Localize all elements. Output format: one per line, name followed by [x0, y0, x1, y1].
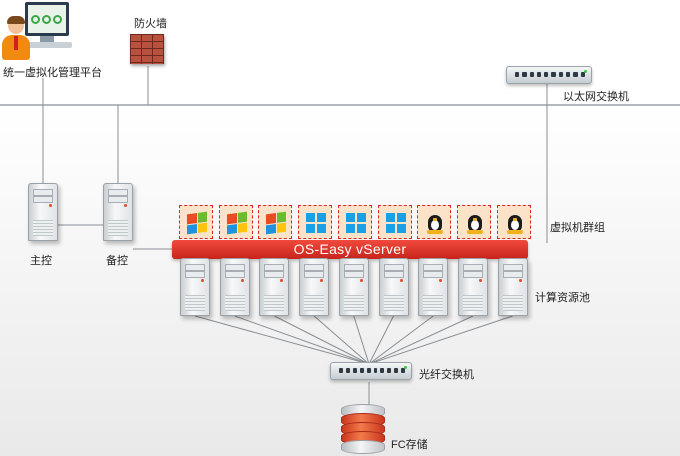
linux-tux-icon — [465, 213, 485, 234]
windows-8-icon — [306, 213, 327, 233]
management-label: 统一虚拟化管理平台 — [3, 67, 102, 79]
vm-tile — [179, 205, 213, 239]
fiber-switch-icon — [330, 362, 412, 380]
vm-group-label: 虚拟机群组 — [550, 222, 605, 234]
vm-tile — [337, 205, 372, 239]
link-server-fiber — [313, 315, 370, 365]
admin-person-icon — [2, 16, 30, 60]
compute-server-icon — [219, 258, 250, 316]
link-server-fiber — [234, 315, 370, 365]
pool-to-fiber-links — [194, 315, 513, 365]
vm-tile — [417, 205, 452, 239]
linux-tux-icon — [505, 213, 525, 234]
firewall-label: 防火墙 — [134, 18, 167, 30]
compute-server-icon — [378, 258, 409, 316]
link-server-fiber — [353, 315, 370, 365]
ethernet-switch-icon — [506, 66, 592, 84]
windows-xp-icon — [266, 211, 287, 235]
backup-label: 备控 — [106, 255, 128, 267]
fc-storage-icon — [341, 404, 385, 454]
vm-tile — [456, 205, 491, 239]
fc-storage-label: FC存储 — [391, 439, 428, 451]
primary-server-icon — [28, 183, 58, 241]
vm-tile — [298, 205, 333, 239]
link-server-fiber — [368, 315, 474, 365]
ethernet-switch-label: 以太网交换机 — [563, 91, 629, 103]
compute-server-icon — [457, 258, 488, 316]
link-server-fiber — [368, 315, 513, 365]
compute-server-icon — [259, 258, 290, 316]
linux-tux-icon — [425, 213, 445, 234]
link-server-fiber — [368, 315, 434, 365]
compute-server-icon — [418, 258, 449, 316]
compute-server-icon — [180, 258, 210, 316]
management-workstation — [0, 0, 80, 62]
vm-tile — [218, 205, 253, 239]
link-server-fiber — [274, 315, 370, 365]
compute-server-icon — [497, 258, 528, 316]
compute-server-icon — [299, 258, 330, 316]
vm-tile — [496, 205, 531, 239]
windows-8-icon — [345, 213, 366, 233]
fiber-switch-label: 光纤交换机 — [419, 369, 474, 381]
keyboard-icon — [22, 42, 72, 48]
firewall-icon — [130, 34, 164, 64]
vm-tile — [258, 205, 293, 239]
windows-xp-icon — [187, 211, 207, 235]
primary-label: 主控 — [30, 255, 52, 267]
link-server-fiber — [194, 315, 370, 365]
windows-8-icon — [385, 213, 406, 233]
compute-server-icon — [338, 258, 369, 316]
monitor-icon — [25, 2, 69, 36]
compute-pool-label: 计算资源池 — [535, 292, 590, 304]
link-server-fiber — [368, 315, 394, 365]
vm-tile — [377, 205, 412, 239]
windows-xp-icon — [226, 211, 247, 235]
vserver-banner: OS-Easy vServer — [172, 240, 528, 259]
backup-server-icon — [103, 183, 133, 241]
